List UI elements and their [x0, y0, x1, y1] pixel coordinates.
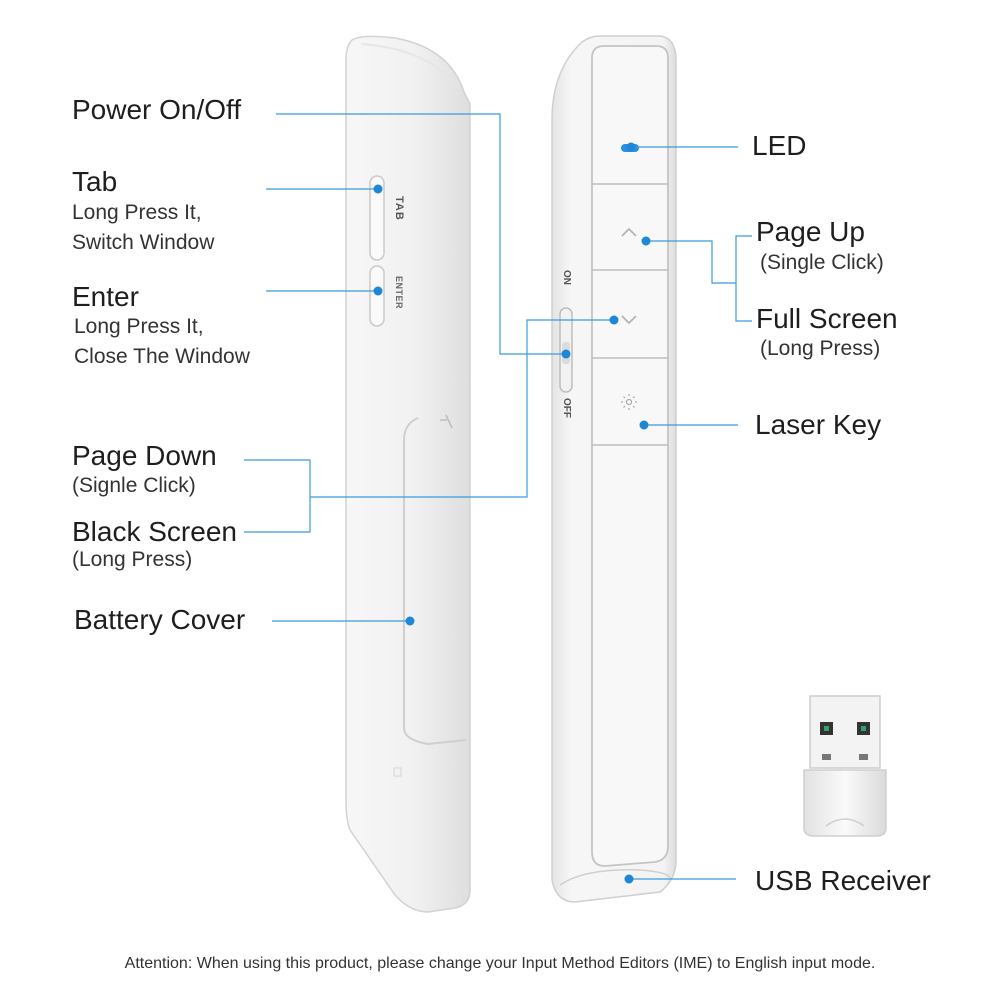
laser-key-label: Laser Key [755, 409, 882, 440]
usb-receiver-label: USB Receiver [755, 865, 931, 896]
side-view-device: TAB ENTER [345, 35, 471, 913]
enter-label: Enter [72, 281, 139, 312]
chevron-down-icon [621, 315, 637, 325]
laser-icon [621, 394, 637, 410]
page-up-label: Page Up [756, 216, 865, 247]
tab-button [369, 175, 385, 261]
enter-engraving: ENTER [394, 276, 404, 309]
full-screen-label: Full Screen [756, 303, 898, 334]
enter-button [369, 265, 385, 327]
callout-lines [244, 113, 752, 880]
callout-dots [373, 142, 651, 884]
page-down-label: Page Down [72, 440, 217, 471]
tab-engraving: TAB [393, 196, 405, 221]
usb-receiver [803, 695, 887, 837]
tab-label: Tab [72, 166, 118, 197]
page-down-desc: (Signle Click) [72, 474, 196, 497]
attention-note: Attention: When using this product, plea… [124, 955, 876, 972]
tab-desc-line-2: Switch Window [72, 231, 215, 254]
battery-cover-seam [403, 417, 467, 746]
power-label: Power On/Off [72, 94, 242, 125]
tab-desc-line-1: Long Press It, [72, 201, 202, 224]
enter-desc-line-1: Long Press It, [74, 315, 204, 338]
off-engraving: OFF [561, 398, 572, 418]
front-view-device: ON OFF [551, 35, 677, 903]
black-screen-desc: (Long Press) [72, 548, 193, 571]
on-engraving: ON [561, 270, 572, 285]
battery-cover-label: Battery Cover [74, 604, 246, 635]
full-screen-desc: (Long Press) [760, 337, 881, 360]
page-up-desc: (Single Click) [760, 251, 884, 274]
led-label: LED [752, 130, 807, 161]
black-screen-label: Black Screen [72, 516, 237, 547]
chevron-up-icon [621, 227, 637, 237]
enter-desc-line-2: Close The Window [74, 345, 250, 368]
